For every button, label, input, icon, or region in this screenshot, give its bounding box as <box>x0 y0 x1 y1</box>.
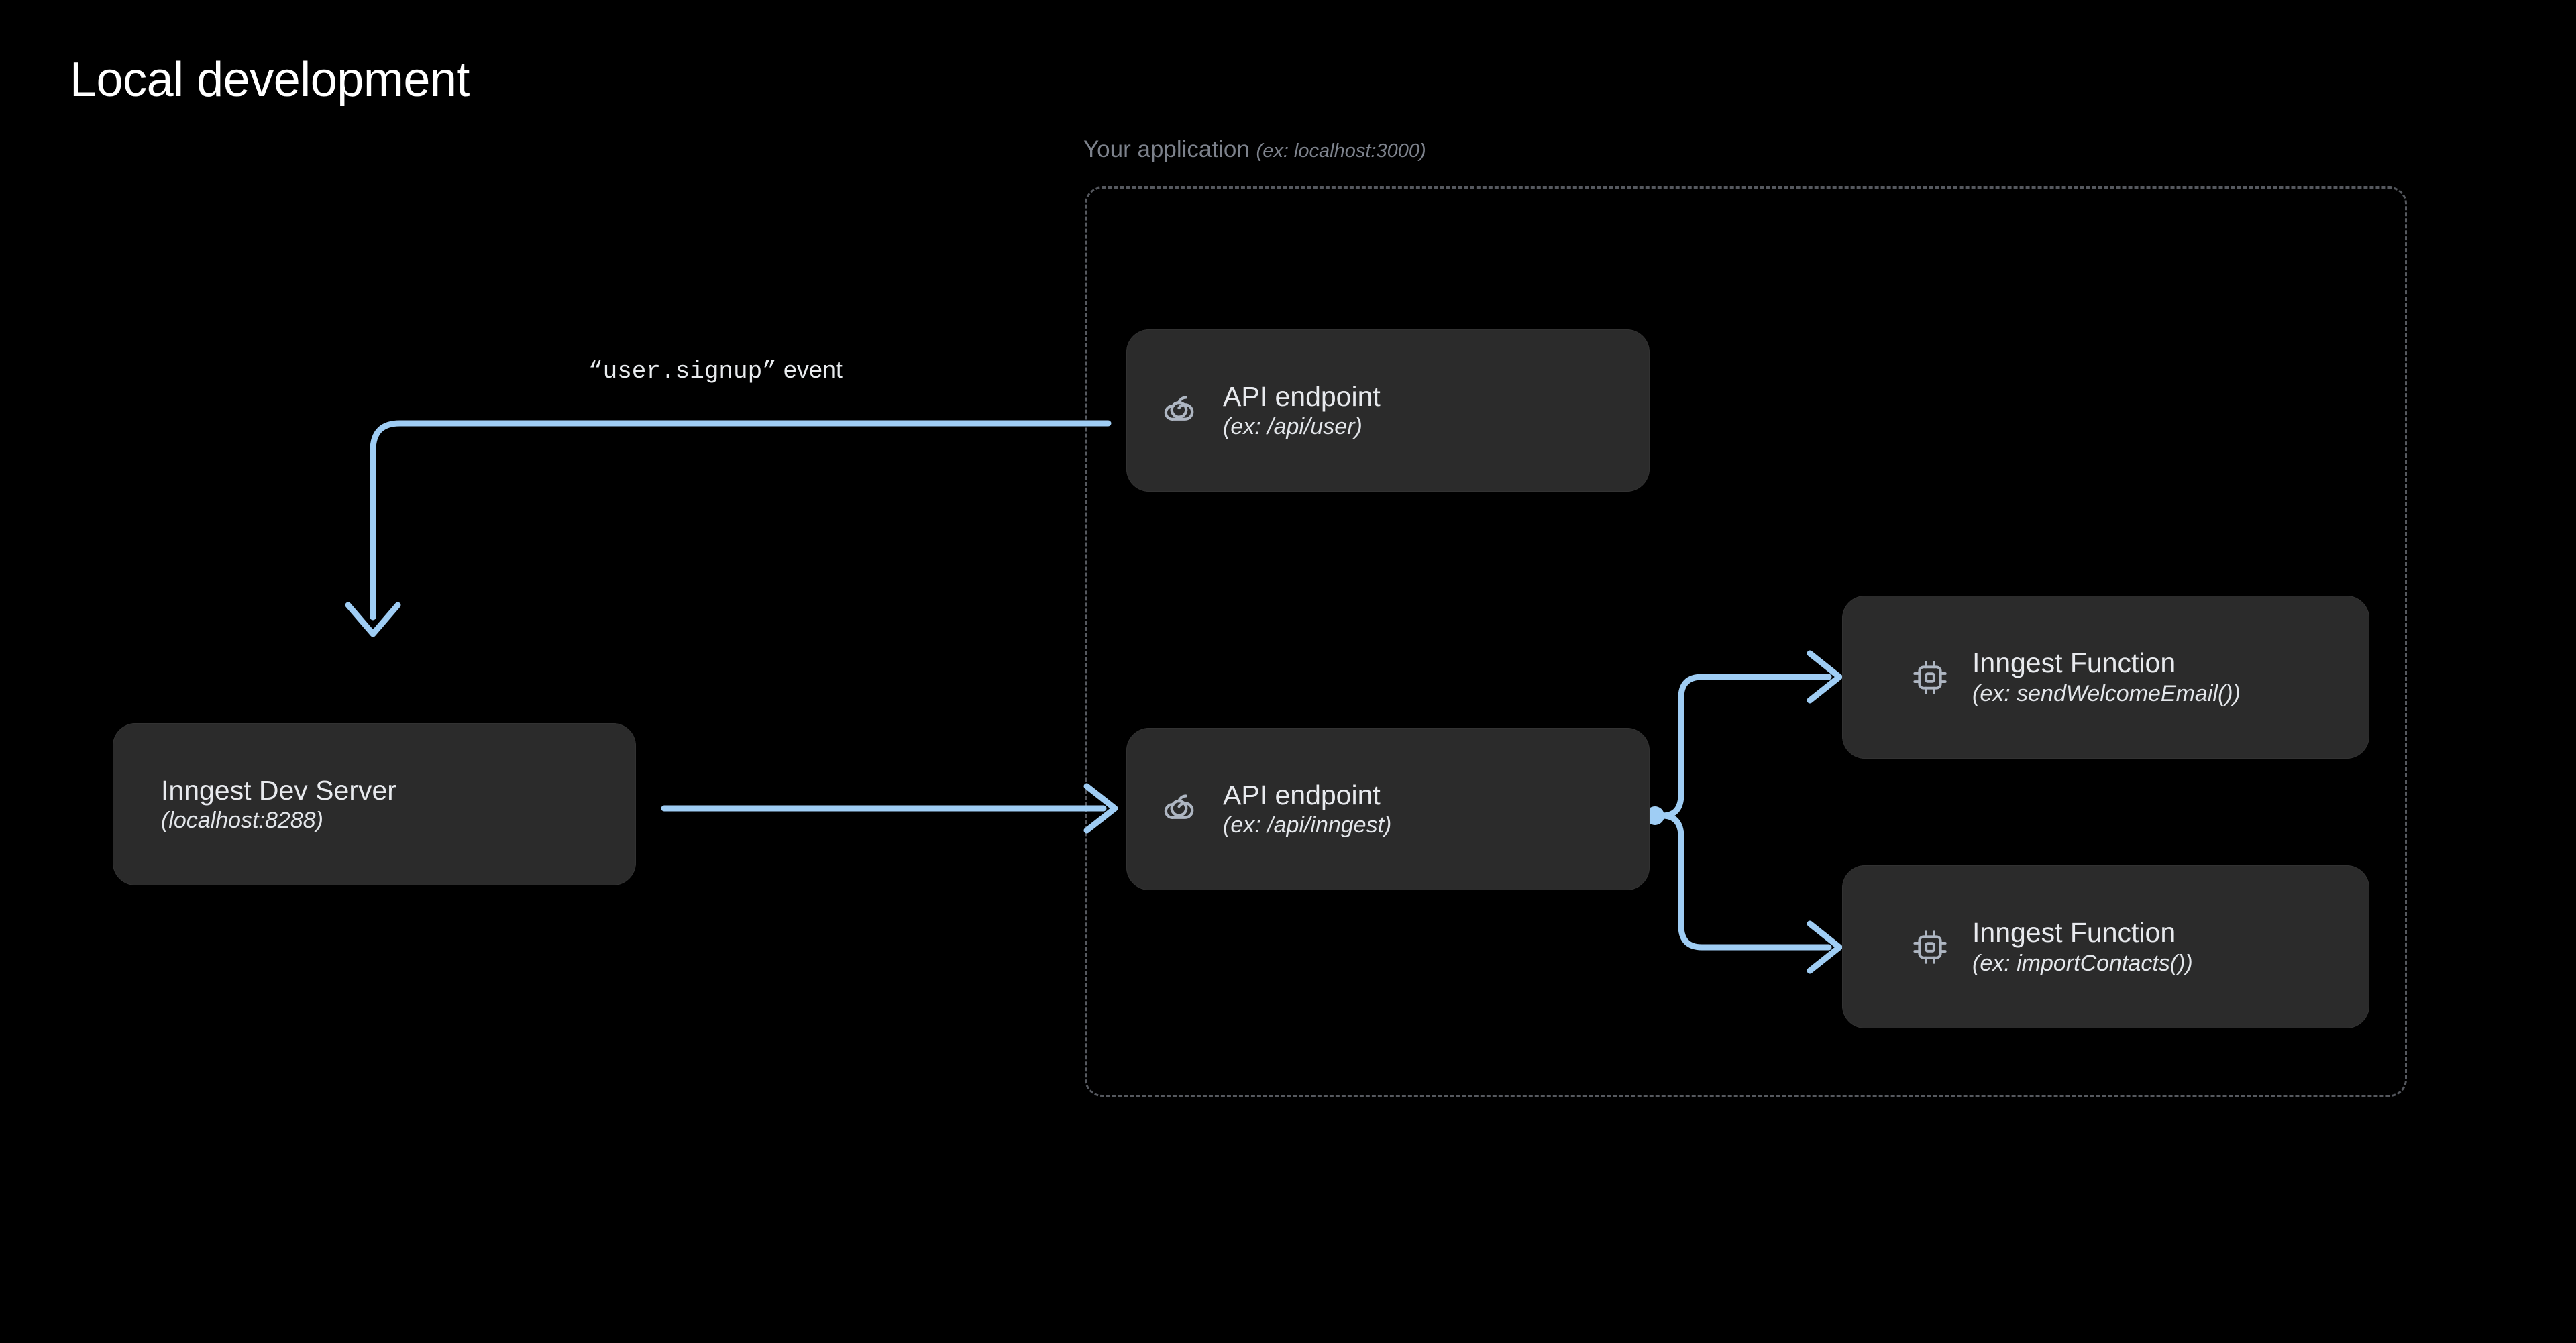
node-subtitle: (ex: /api/inngest) <box>1223 812 1392 839</box>
edge-devserver-to-api-inngest <box>661 783 1118 834</box>
edge-event-signup <box>345 420 1112 637</box>
node-title: Inngest Function <box>1972 647 2176 678</box>
node-inngest-dev-server[interactable]: Inngest Dev Server (localhost:8288) <box>113 723 636 885</box>
node-api-endpoint-user[interactable]: API endpoint (ex: /api/user) <box>1126 329 1650 492</box>
edge-label-user-signup: “user.signup” event <box>588 356 843 385</box>
chip-icon <box>1911 658 1949 697</box>
app-group-label-text: Your application <box>1083 136 1250 162</box>
cloud-icon <box>1160 789 1200 829</box>
node-labels: API endpoint (ex: /api/inngest) <box>1223 779 1392 839</box>
node-title: Inngest Function <box>1972 917 2176 948</box>
app-group-label-detail: (ex: localhost:3000) <box>1256 140 1426 162</box>
node-inngest-function-send-welcome-email[interactable]: Inngest Function (ex: sendWelcomeEmail()… <box>1842 596 2369 759</box>
page-title: Local development <box>70 53 470 107</box>
node-labels: API endpoint (ex: /api/user) <box>1223 382 1381 439</box>
node-subtitle: (localhost:8288) <box>161 808 323 834</box>
edge-label-event-suffix: event <box>776 356 843 383</box>
node-inngest-function-import-contacts[interactable]: Inngest Function (ex: importContacts()) <box>1842 865 2369 1028</box>
node-subtitle: (ex: importContacts()) <box>1972 950 2193 976</box>
node-title: Inngest Dev Server <box>161 774 396 806</box>
node-title: API endpoint <box>1223 380 1381 412</box>
node-labels: Inngest Function (ex: sendWelcomeEmail()… <box>1972 649 2241 706</box>
node-labels: Inngest Dev Server (localhost:8288) <box>161 774 396 834</box>
app-group-label: Your application (ex: localhost:3000) <box>1083 138 1426 161</box>
node-subtitle: (ex: sendWelcomeEmail()) <box>1972 680 2241 706</box>
edge-label-event-name: “user.signup” <box>588 358 777 385</box>
node-title: API endpoint <box>1223 779 1381 810</box>
cloud-icon <box>1160 390 1200 431</box>
node-subtitle: (ex: /api/user) <box>1223 414 1362 440</box>
app-group-container <box>1085 186 2407 1097</box>
node-api-endpoint-inngest[interactable]: API endpoint (ex: /api/inngest) <box>1126 728 1650 890</box>
chip-icon <box>1911 928 1949 967</box>
node-labels: Inngest Function (ex: importContacts()) <box>1972 918 2193 975</box>
